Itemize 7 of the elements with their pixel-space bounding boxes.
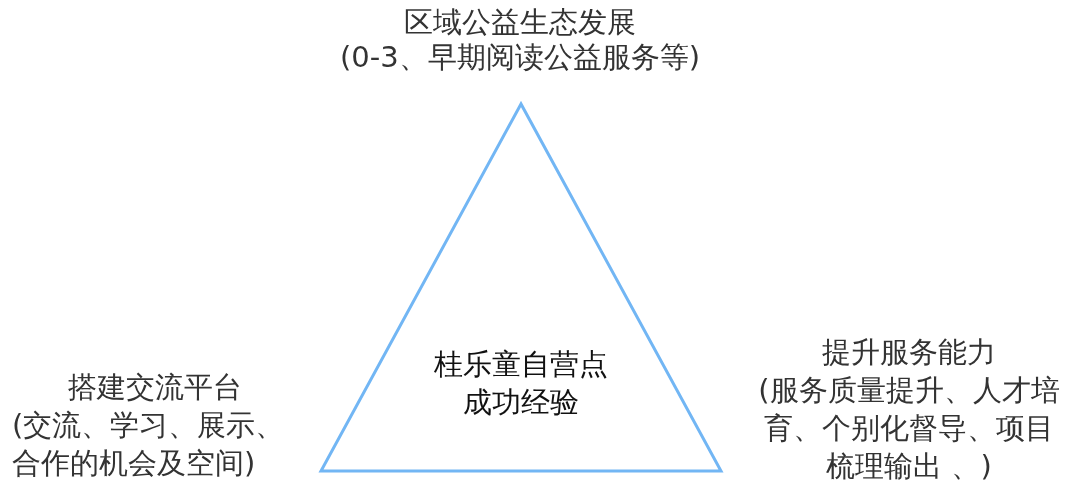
detail-text: (服务质量提升、人才培育、个别化督导、项目梳理输出 、)	[757, 372, 1061, 485]
detail-text: (交流、学习、展示、合作的机会及空间)	[12, 407, 286, 482]
heading-text: 搭建交流平台	[67, 369, 243, 406]
center-text: 桂乐童自营点成功经验	[433, 346, 609, 421]
detail-text: (0-3、早期阅读公益服务等)	[339, 39, 701, 76]
heading-text: 提升服务能力	[821, 334, 997, 371]
heading-text: 区域公益生态发展	[403, 4, 637, 41]
